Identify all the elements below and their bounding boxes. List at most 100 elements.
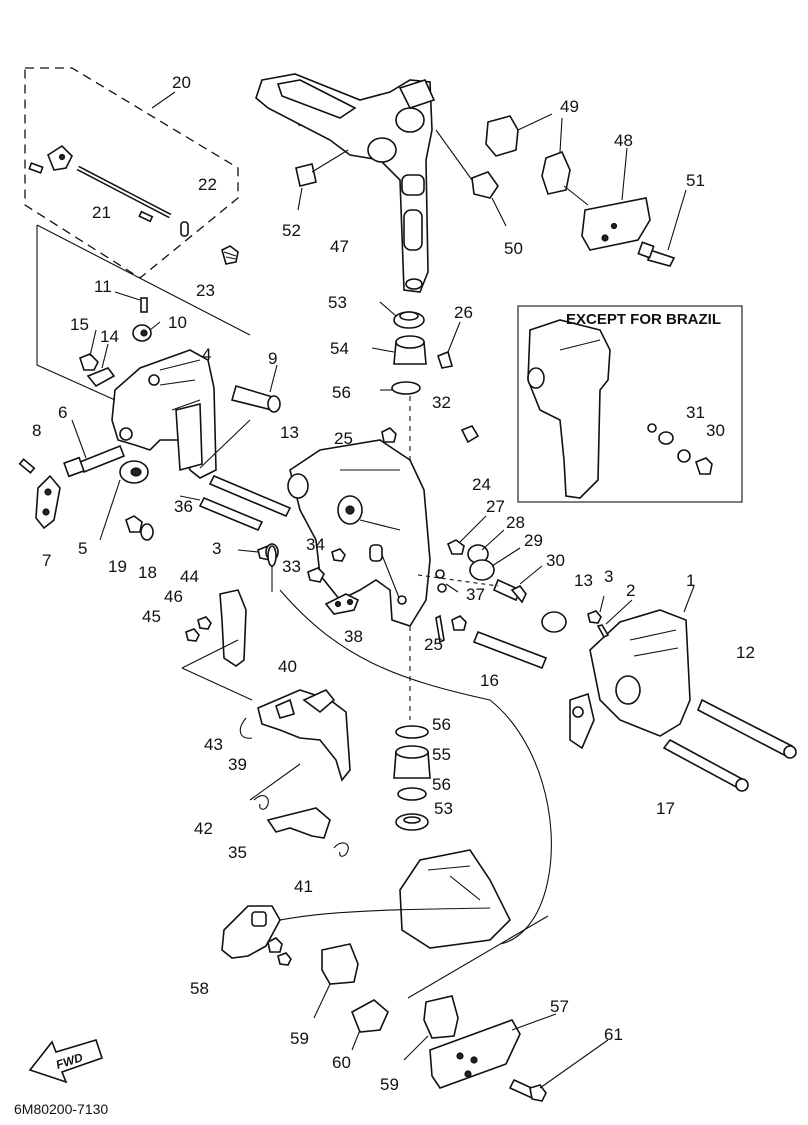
part-label: 53 (434, 799, 453, 818)
part-label: 59 (380, 1075, 399, 1094)
clamp-bracket-4 (111, 349, 217, 479)
part-label: 49 (560, 97, 579, 116)
part-label: 29 (524, 531, 543, 550)
part-label: 48 (614, 131, 633, 150)
cover-48 (563, 147, 651, 251)
part-label: 57 (550, 997, 569, 1016)
part-label: 25 (424, 635, 443, 654)
bolt-61 (508, 1039, 609, 1102)
part-label: 47 (330, 237, 349, 256)
part-label: 10 (168, 313, 187, 332)
part-label: 33 (282, 557, 301, 576)
small-parts-27-28-29 (446, 515, 521, 581)
part-label: 13 (574, 571, 593, 590)
part-label: 3 (212, 539, 221, 558)
bushing-stack-lower (393, 725, 431, 831)
part-25-upper (381, 427, 397, 443)
part-label: 43 (204, 735, 223, 754)
part-label: 27 (486, 497, 505, 516)
bracket-58 (221, 905, 292, 966)
part-labels: 20 49 48 51 22 21 23 52 47 50 11 15 14 1… (32, 73, 755, 1094)
part-label: 1 (686, 571, 695, 590)
part-label: 15 (70, 315, 89, 334)
part-label: 12 (736, 643, 755, 662)
part-label: 11 (94, 277, 112, 296)
part-label: 45 (142, 607, 161, 626)
part-label: 28 (506, 513, 525, 532)
lever-30-and-37 (417, 565, 543, 604)
swivel-bracket-24 (287, 439, 431, 627)
inset-box-brazil (517, 305, 743, 503)
part-label: 22 (198, 175, 217, 194)
part-label: 31 (686, 403, 705, 422)
part-label: 30 (706, 421, 725, 440)
inset-title: EXCEPT FOR BRAZIL (566, 311, 721, 328)
part-label: 41 (294, 877, 313, 896)
part-50 (435, 129, 507, 227)
part-label: 25 (334, 429, 353, 448)
tilt-pin-assembly (28, 144, 239, 265)
part-label: 24 (472, 475, 491, 494)
part-label: 39 (228, 755, 247, 774)
fwd-arrow-icon: FWD (28, 1039, 104, 1084)
clamp-bracket-1 (569, 585, 695, 750)
outline-box-left (36, 224, 251, 469)
part-label: 17 (656, 799, 675, 818)
part-label: 37 (466, 585, 485, 604)
part-label: 32 (432, 393, 451, 412)
small-parts-10-11-14-15 (79, 291, 161, 388)
stopper-44 (185, 545, 277, 667)
part-label: 56 (332, 383, 351, 402)
shaft-16 (472, 630, 548, 670)
part-label: 34 (306, 535, 325, 554)
diagram-code: 6M80200-7130 (14, 1101, 108, 1117)
part-label: 18 (138, 563, 157, 582)
part-label: 52 (282, 221, 301, 240)
part-label: 35 (228, 843, 247, 862)
part-label: 26 (454, 303, 473, 322)
part-label: 36 (174, 497, 193, 516)
springs-42-41-and-35 (249, 763, 349, 857)
caps-59 (313, 943, 459, 1061)
part-label: 7 (42, 551, 51, 570)
part-label: 54 (330, 339, 349, 358)
part-label: 2 (626, 581, 635, 600)
part-label: 55 (432, 745, 451, 764)
part-label: 44 (180, 567, 199, 586)
part-label: 16 (480, 671, 499, 690)
plate-38 (324, 593, 360, 615)
grommet-52 (295, 149, 349, 211)
part-label: 38 (344, 627, 363, 646)
part-label: 61 (604, 1025, 623, 1044)
part-60 (350, 999, 389, 1051)
parts-2-3-13-right (541, 595, 633, 639)
steering-parts-39-40-43 (181, 639, 351, 782)
part-label: 5 (78, 539, 87, 558)
pin-9 (231, 364, 281, 413)
part-label: 8 (32, 421, 41, 440)
bolts-12-17 (662, 698, 797, 792)
pad-7-and-pin-8 (18, 458, 61, 530)
part-label: 6 (58, 403, 67, 422)
part-label: 40 (278, 657, 297, 676)
part-label: 51 (686, 171, 705, 190)
part-label: 56 (432, 715, 451, 734)
part-label: 3 (604, 567, 613, 586)
lower-casing (239, 589, 552, 999)
part-label: 13 (280, 423, 299, 442)
part-label: 60 (332, 1053, 351, 1072)
caps-49 (485, 113, 571, 195)
part-label: 21 (92, 203, 111, 222)
dashed-group-box-20 (24, 67, 239, 279)
part-label: 50 (504, 239, 523, 258)
parts-5-18-19 (99, 460, 154, 541)
part-label: 4 (202, 345, 211, 364)
bushing-stack-upper (371, 301, 461, 720)
part-label: 59 (290, 1029, 309, 1048)
part-label: 19 (108, 557, 127, 576)
steering-bracket-47 (255, 73, 436, 293)
part-label: 9 (268, 349, 277, 368)
cover-57 (429, 1013, 557, 1089)
bolts-36 (179, 474, 292, 532)
